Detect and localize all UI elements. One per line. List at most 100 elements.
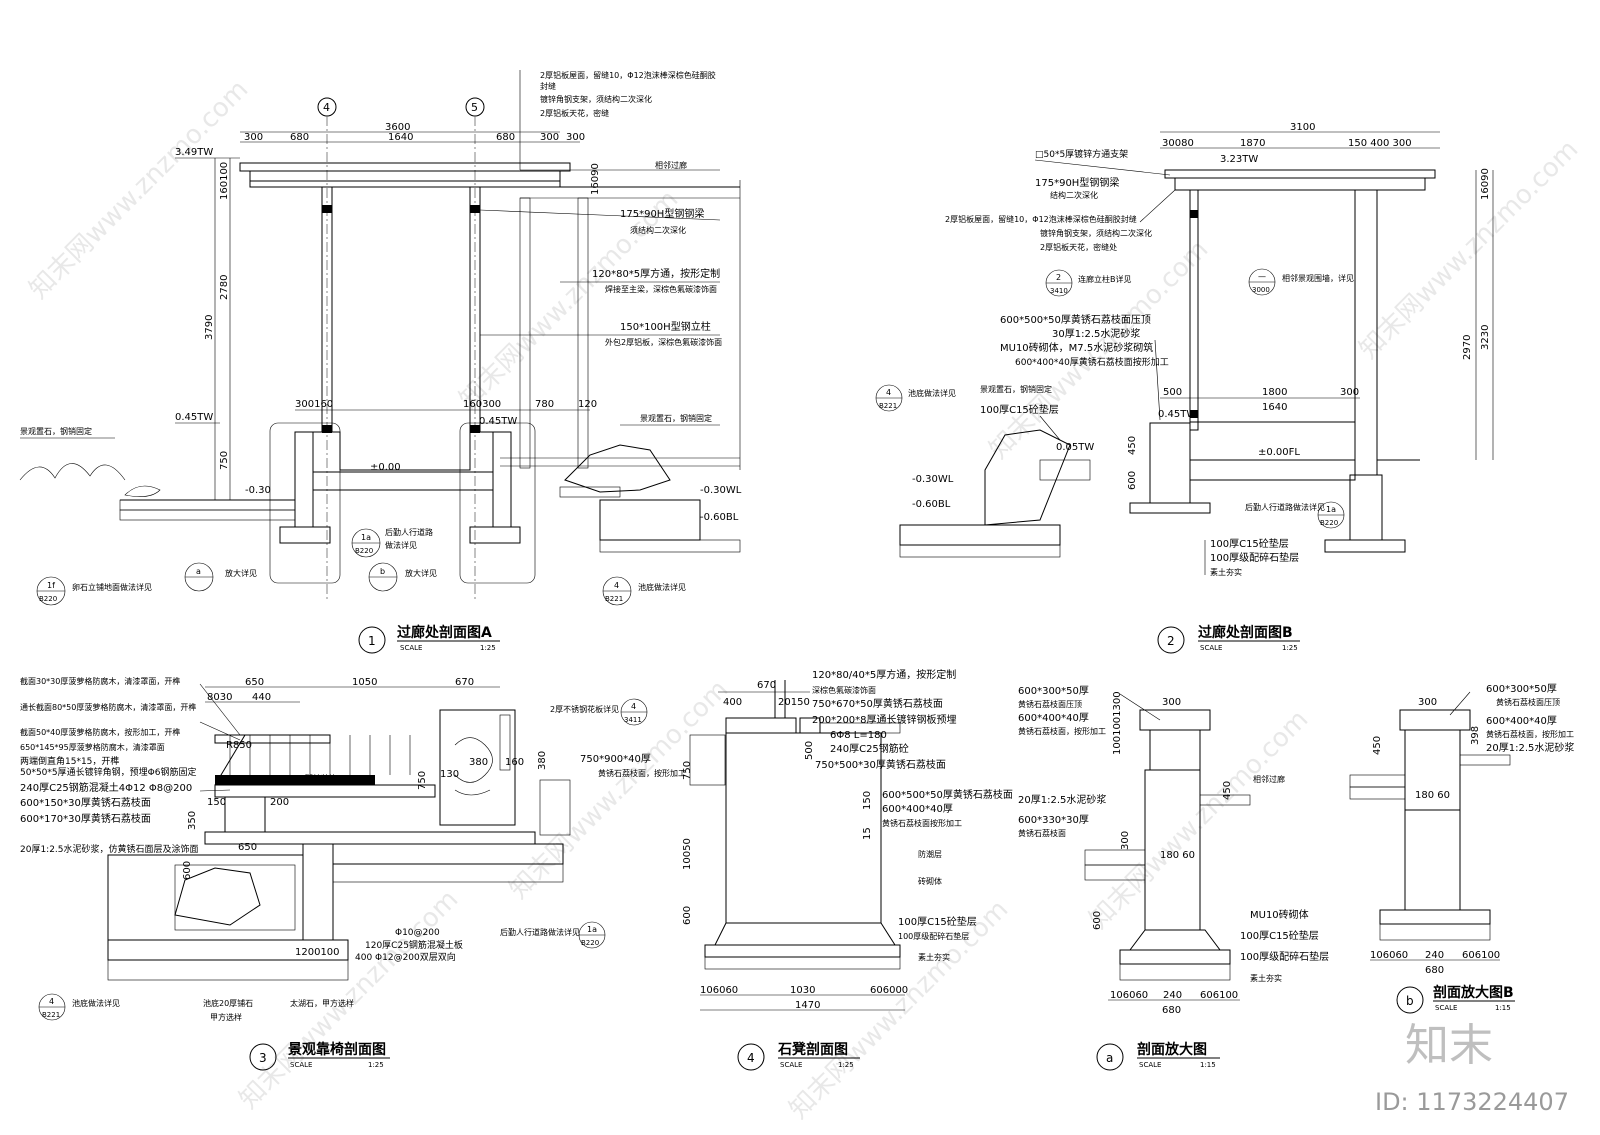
note: 通长截面80*50厚菠萝格防腐木，清漆罩面，开榫 <box>20 702 196 712</box>
dim: 300 <box>540 132 559 143</box>
note: 600*400*40厚黄锈石荔枝面按形加工 <box>1015 356 1169 368</box>
note: 黄锈石荔枝面压顶 <box>1018 699 1082 709</box>
ref: B220 <box>1320 519 1338 527</box>
image-id: ID: 1173224407 <box>1375 1088 1569 1116</box>
ref: 1a <box>361 533 371 542</box>
ref: B221 <box>42 1011 60 1019</box>
dim: 400 <box>723 697 742 708</box>
note: 封缝 <box>540 81 556 91</box>
section-title: 景观靠椅剖面图 <box>288 1041 386 1058</box>
dim: 3100 <box>1290 122 1315 133</box>
section-title: 过廊处剖面图B <box>1198 624 1293 641</box>
dim: 600 <box>182 861 193 880</box>
note: 镀锌角钢支架，须结构二次深化 <box>1040 228 1152 238</box>
note: 池底做法详见 <box>72 998 120 1008</box>
dim: 200 <box>270 797 289 808</box>
dim: 150 <box>862 791 873 810</box>
dim: 15 <box>862 827 873 840</box>
note: 须结构二次深化 <box>630 225 686 235</box>
level: 3.23TW <box>1220 154 1258 165</box>
note: 素土夯实 <box>1250 973 1282 983</box>
ref: — <box>1258 272 1266 281</box>
dim: 106060 <box>1110 990 1148 1001</box>
dim: 300 <box>566 132 585 143</box>
dim: 3790 <box>204 315 215 340</box>
note: MU10砖砌体，M7.5水泥砂浆砌筑 <box>1000 341 1153 354</box>
ref: 4 <box>886 388 891 397</box>
dim: 106060 <box>1370 950 1408 961</box>
section-title: 过廊处剖面图A <box>397 624 492 641</box>
dim: 680 <box>290 132 309 143</box>
note: 防潮层 <box>918 849 942 859</box>
watermark: 知末网www.znzmo.com <box>1354 134 1585 365</box>
dim: 130 <box>440 769 459 780</box>
note: 后勤人行道路 <box>385 527 433 537</box>
dim: 10050 <box>682 838 693 870</box>
note: 池底做法详见 <box>908 388 956 398</box>
dim: 160300 <box>463 399 501 410</box>
level: -0.30 <box>245 485 271 496</box>
dim: 1640 <box>388 132 413 143</box>
dim: 750 <box>682 761 693 780</box>
dim: 20150 <box>778 697 810 708</box>
note: Φ10@200 <box>395 928 440 938</box>
ref: B221 <box>879 402 897 410</box>
logo-text: 知末 <box>1405 1020 1493 1071</box>
note: 600*150*30厚黄锈石荔枝面 <box>20 796 151 809</box>
dim: 380 <box>469 757 488 768</box>
note: 截面50*40厚菠萝格防腐木，按形加工，开榫 <box>20 727 180 737</box>
dim: 650 <box>238 842 257 853</box>
dim: 1870 <box>1240 138 1265 149</box>
section-1-pergola-A: 4 5 3600 300 680 1640 680 300 300 <box>19 70 742 654</box>
level: -0.30WL <box>700 485 742 496</box>
note: 相邻景观围墙，详见 <box>1282 273 1354 283</box>
dim: 16090 <box>1480 168 1491 200</box>
dim: 300 <box>1340 387 1359 398</box>
note: 连廊立柱B详见 <box>1078 274 1132 284</box>
scale-label: SCALE <box>1139 1061 1161 1069</box>
note: 相邻过廊 <box>655 160 687 170</box>
ref: 1a <box>1326 505 1336 514</box>
note: 20厚1:2.5水泥砂浆 <box>1018 793 1106 806</box>
dim: 450 <box>1222 781 1233 800</box>
level: -0.30WL <box>912 474 954 485</box>
level: 0.05TW <box>1056 442 1094 453</box>
scale-label: SCALE <box>1200 644 1222 652</box>
dim: 350 <box>187 811 198 830</box>
dim: 1470 <box>795 1000 820 1011</box>
dim: 8030 <box>207 692 232 703</box>
dim: 120 <box>578 399 597 410</box>
dim: 1800 <box>1262 387 1287 398</box>
dim: 2780 <box>219 275 230 300</box>
dim: 450 <box>1127 436 1138 455</box>
watermarks: 知末网www.znzmo.com 知末网www.znzmo.com 知末网www… <box>24 74 1585 1125</box>
note: 50*50*5厚通长镀锌角钢，预埋Φ6钢筋固定 <box>20 766 196 778</box>
note: 太湖石，甲方选样 <box>290 998 354 1008</box>
note: 2厚不锈钢花板详见 <box>550 704 619 714</box>
note: 甲方选样 <box>210 1012 242 1022</box>
section-2-pergola-B: 3100 30080 1870 150 400 300 3.23TW -0.30… <box>875 122 1494 654</box>
note: 黄锈石荔枝面，按形加工 <box>1018 726 1106 736</box>
dim: 606100 <box>1462 950 1500 961</box>
level: 0.45TW <box>479 416 517 427</box>
note: 放大详见 <box>405 568 437 578</box>
note: 放大详见 <box>225 568 257 578</box>
dim: 1640 <box>1262 402 1287 413</box>
note: 600*400*40厚 <box>1018 712 1089 724</box>
note: 100厚C15砼垫层 <box>898 915 977 928</box>
level: -0.60BL <box>700 512 739 523</box>
scale-ratio: 1:25 <box>838 1061 854 1069</box>
note: 30厚1:2.5水泥砂浆 <box>1052 327 1140 340</box>
note: 600*170*30厚黄锈石荔枝面 <box>20 812 151 825</box>
dim: 300160 <box>295 399 333 410</box>
dim: 1200100 <box>295 947 340 958</box>
dim: 500 <box>1163 387 1182 398</box>
note: 焊接至主梁，深棕色氟碳漆饰面 <box>605 284 717 294</box>
dim: 150 <box>207 797 226 808</box>
note: 240厚C25钢筋混凝土4Φ12 Φ8@200 <box>20 781 192 794</box>
ref: B220 <box>581 939 599 947</box>
scale-label: SCALE <box>290 1061 312 1069</box>
note: 175*90H型钢钢梁 <box>620 207 704 220</box>
dim: 180 60 <box>1160 850 1195 861</box>
